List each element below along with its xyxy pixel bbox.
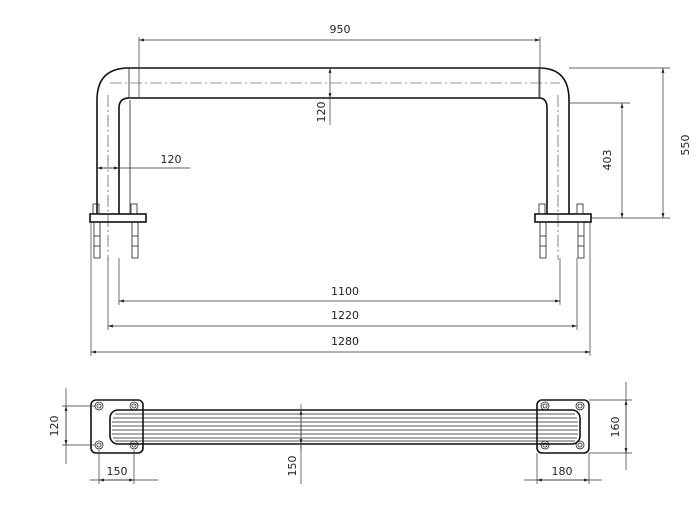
dim-label-1100: 1100 xyxy=(331,285,359,298)
dimension-top-180: 180 xyxy=(524,453,602,484)
dimension-120-tube: 120 xyxy=(315,68,332,125)
dimension-top-150: 150 xyxy=(90,450,158,484)
dimension-1280: 1280 xyxy=(90,222,591,356)
front-view: 950 120 120 403 550 xyxy=(89,23,692,356)
right-base-plate xyxy=(534,203,592,259)
dim-label-top-120: 120 xyxy=(48,416,61,437)
dim-label-120-leg: 120 xyxy=(161,153,182,166)
dimension-top-120: 120 xyxy=(48,388,95,464)
dim-label-550: 550 xyxy=(679,135,692,156)
dimension-550: 550 xyxy=(569,67,692,219)
bar-bend-line xyxy=(128,68,540,214)
dimension-120-leg: 120 xyxy=(97,153,190,170)
dimension-1220: 1220 xyxy=(107,258,578,330)
dim-label-top-180: 180 xyxy=(552,465,573,478)
dimension-950: 950 xyxy=(138,23,541,98)
dim-label-top-150: 150 xyxy=(107,465,128,478)
dim-label-top-160: 160 xyxy=(609,417,622,438)
dimension-top-center-150: 150 xyxy=(286,410,303,484)
dim-label-120-tube: 120 xyxy=(315,102,328,123)
bar-outer-outline xyxy=(96,67,570,214)
dim-label-1220: 1220 xyxy=(331,309,359,322)
top-view: 120 150 150 180 xyxy=(48,382,632,484)
dimension-1100: 1100 xyxy=(118,258,561,305)
left-base-plate xyxy=(89,203,147,259)
dim-label-950: 950 xyxy=(330,23,351,36)
bar-inner-outline xyxy=(118,97,548,214)
dim-label-1280: 1280 xyxy=(331,335,359,348)
top-tube xyxy=(109,409,581,445)
top-left-plate xyxy=(90,399,144,454)
dimension-top-160: 160 xyxy=(589,382,632,470)
dim-label-403: 403 xyxy=(601,150,614,171)
top-right-plate xyxy=(536,399,590,454)
dim-label-top-center-150: 150 xyxy=(286,456,299,477)
dimension-403: 403 xyxy=(569,102,630,219)
